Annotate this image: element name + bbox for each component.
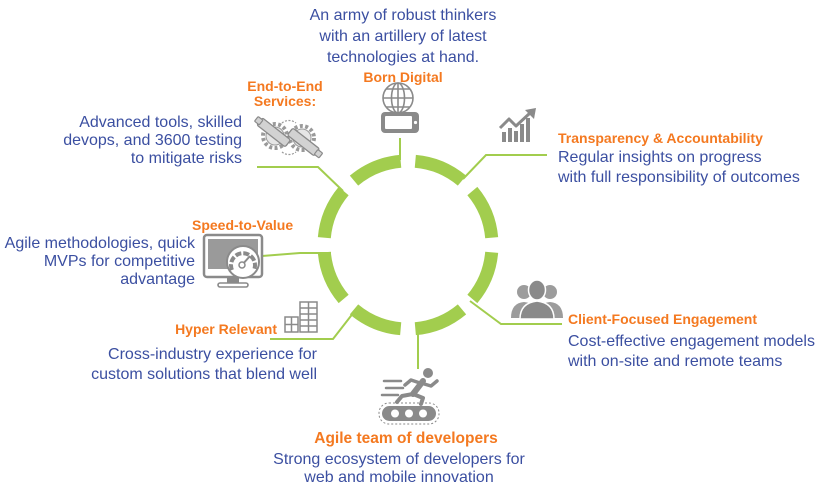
client-focused-description: Cost-effective engagement models with on… [568,332,815,372]
description-line: Agile methodologies, quick [4,235,195,252]
growth-chart-icon [498,108,536,142]
connectors [257,138,562,369]
client-focused-title: Client-Focused Engagement [568,311,758,327]
buildings-icon [284,301,318,333]
description-line: Cross-industry experience for [108,346,317,363]
team-icon [511,279,563,320]
description-line: Regular insights on progress [558,149,762,166]
description-line: web and mobile innovation [304,469,494,486]
description-line: Cost-effective engagement models [568,333,815,350]
description-line: devops, and 3600 testing [63,132,242,149]
speed-to-value-title: Speed-to-Value [192,217,294,233]
description-line: with an artillery of latest [319,28,487,45]
transparency-title: Transparency & Accountability [558,130,763,146]
ring-segment [467,186,499,239]
ring-segment [414,154,467,186]
description-line: Advanced tools, skilled [79,114,242,131]
description-line: MVPs for competitive [43,253,195,270]
description-line: Strong ecosystem of developers for [273,451,525,468]
connector-client-focused [469,300,562,325]
description-line: to mitigate risks [130,150,242,167]
ring-segment [317,186,349,239]
end-to-end-description: Advanced tools, skilled devops, and 3600… [63,114,242,168]
speed-to-value-description: Agile methodologies, quick MVPs for comp… [5,235,195,289]
description-line: An army of robust thinkers [309,7,497,24]
agile-team-description: Strong ecosystem of developers for web a… [249,451,549,487]
born-digital-title: Born Digital [363,69,443,85]
hyper-relevant-description: Cross-industry experience for custom sol… [91,345,317,385]
ring-segment [414,304,467,336]
center-ring [317,154,499,336]
ring-segment [467,251,499,304]
title-line: End-to-End [247,78,323,94]
agile-team-title: Agile team of developers [314,430,498,447]
hyper-relevant-title: Hyper Relevant [175,321,277,337]
ring-segment [349,154,402,186]
description-line: advantage [120,271,195,288]
description-line: with full responsibility of outcomes [558,169,800,186]
ring-segment [349,304,402,336]
title-line: Services: [253,93,317,109]
treadmill-runner-icon [378,368,440,425]
speedometer-monitor-icon [202,233,264,288]
connector-hyper-relevant [270,311,355,340]
born-digital-description: An army of robust thinkers with an artil… [253,5,553,68]
description-line: custom solutions that blend well [91,366,317,383]
connector-speed-to-value [261,252,331,257]
connector-end-to-end [257,166,344,192]
connector-transparency [462,154,547,180]
transparency-description: Regular insights on progress with full r… [558,148,800,188]
description-line: with on-site and remote teams [568,353,783,370]
gears-tools-icon [254,116,323,159]
ring-segment [317,251,349,304]
description-line: technologies at hand. [326,49,480,66]
end-to-end-title: End-to-End Services: [235,79,335,109]
globe-phone-icon [381,82,419,133]
